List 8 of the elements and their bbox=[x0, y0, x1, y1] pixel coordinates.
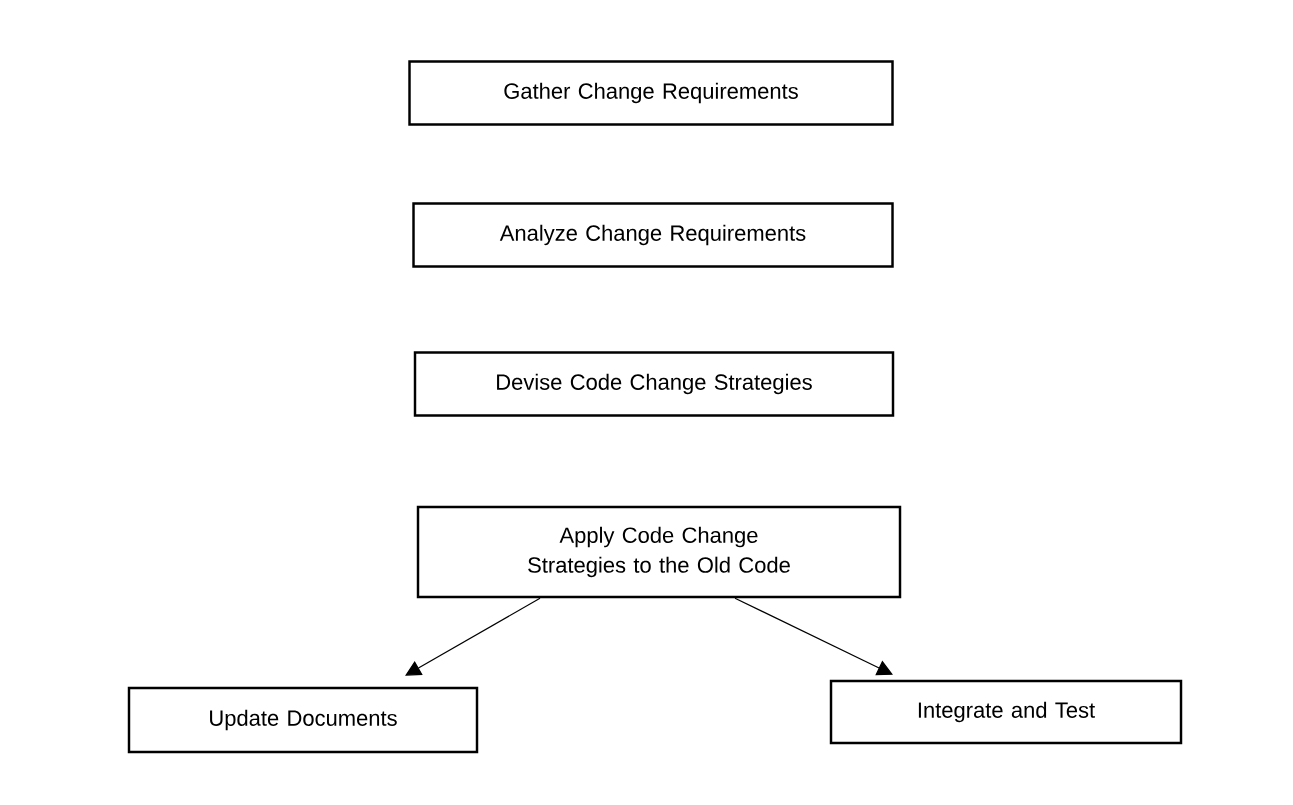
arrow bbox=[405, 597, 541, 676]
process-box: Update Documents bbox=[127, 686, 479, 754]
process-box: Analyze Change Requirements bbox=[412, 202, 894, 268]
process-box: Gather Change Requirements bbox=[408, 60, 894, 126]
arrow bbox=[734, 597, 893, 676]
process-box: Integrate and Test bbox=[829, 679, 1183, 745]
process-box: Apply Code Change Strategies to the Old Code bbox=[416, 505, 902, 599]
process-box: Devise Code Change Strategies bbox=[413, 351, 895, 417]
